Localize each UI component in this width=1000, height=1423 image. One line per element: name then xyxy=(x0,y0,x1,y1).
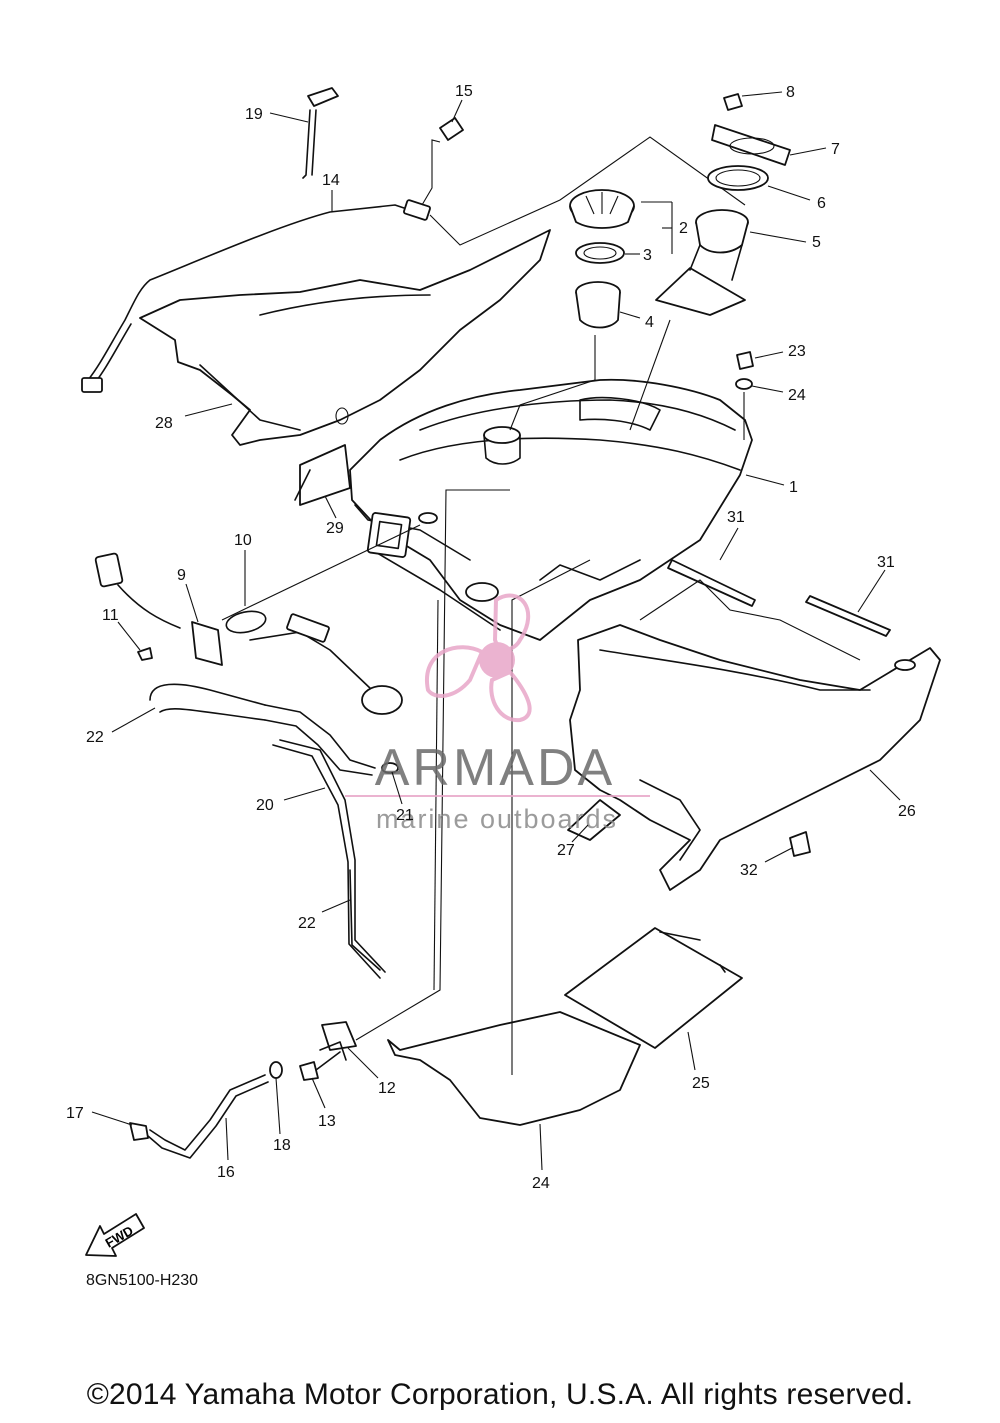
fuel-cap xyxy=(569,189,635,229)
callout-23: 23 xyxy=(788,343,806,360)
callout-16: 16 xyxy=(217,1164,235,1181)
watermark: ARMADA marine outboards xyxy=(345,593,650,834)
callout-19: 19 xyxy=(245,106,263,123)
tie-19 xyxy=(302,87,339,179)
fuel-gauge-unit xyxy=(94,524,421,715)
callout-5: 5 xyxy=(812,234,821,251)
callout-4: 4 xyxy=(645,314,654,331)
callout-8: 8 xyxy=(786,84,795,101)
leader-5 xyxy=(629,319,671,431)
left-side-cover xyxy=(139,229,551,506)
propeller-logo-icon xyxy=(424,593,532,723)
callout-29: 28 xyxy=(155,415,173,432)
callout-32: 32 xyxy=(740,862,758,879)
gasket-6-inner xyxy=(715,169,761,187)
fuel-sender-5 xyxy=(655,209,749,316)
clip-15 xyxy=(439,117,464,141)
callout-28: 27 xyxy=(557,842,575,859)
callout-30: 29 xyxy=(326,520,344,537)
filler-neck-4 xyxy=(575,281,621,329)
callout-1: 1 xyxy=(789,479,798,496)
nut-8 xyxy=(723,93,743,111)
leader-4 xyxy=(509,335,596,431)
callout-6: 6 xyxy=(817,195,826,212)
gasket-3 xyxy=(575,242,625,264)
callout-12: 12 xyxy=(378,1080,396,1097)
callout-31a: 31 xyxy=(727,509,745,526)
callout-10: 10 xyxy=(234,532,252,549)
part-code: 8GN5100-H230 xyxy=(86,1272,199,1289)
bottom-plates xyxy=(387,927,743,1126)
callout-22a: 22 xyxy=(86,729,104,746)
callout-15: 15 xyxy=(455,83,473,100)
right-side-cover xyxy=(567,559,941,891)
callout-9: 9 xyxy=(177,567,186,584)
callout-11: 11 xyxy=(102,607,119,624)
watermark-tagline: marine outboards xyxy=(376,804,618,834)
washer-24 xyxy=(735,378,753,390)
copyright-notice: ©2014 Yamaha Motor Corporation, U.S.A. A… xyxy=(86,1378,914,1411)
fwd-arrow-icon: FWD xyxy=(85,1213,145,1257)
callout-18: 18 xyxy=(273,1137,291,1154)
callout-7: 7 xyxy=(831,141,840,158)
callout-27: 26 xyxy=(898,803,916,820)
callout-26: 25 xyxy=(692,1075,710,1092)
callout-20: 20 xyxy=(256,797,274,814)
callout-24: 24 xyxy=(788,387,806,404)
callout-25: 24 xyxy=(532,1175,550,1192)
callout-14: 14 xyxy=(322,172,340,189)
lower-fittings xyxy=(129,489,591,1159)
plate-7-ring xyxy=(729,137,775,155)
wire-harness-14 xyxy=(81,136,746,393)
plate-7 xyxy=(711,124,791,166)
fuel-tank xyxy=(349,378,753,641)
nut-23 xyxy=(736,351,754,370)
callout-22b: 22 xyxy=(298,915,316,932)
gasket-3-inner xyxy=(583,246,617,260)
watermark-brand: ARMADA xyxy=(375,739,615,797)
callout-17: 17 xyxy=(66,1105,84,1122)
callout-31b: 31 xyxy=(877,554,895,571)
callout-3: 3 xyxy=(643,247,652,264)
callout-21: 21 xyxy=(396,807,414,824)
callout-2: 2 xyxy=(679,220,688,237)
breather-hoses xyxy=(149,683,399,979)
callouts: 2 3 4 5 6 7 8 23 24 1 19 15 14 28 29 10 … xyxy=(66,83,916,1192)
callout-13: 13 xyxy=(318,1113,336,1130)
